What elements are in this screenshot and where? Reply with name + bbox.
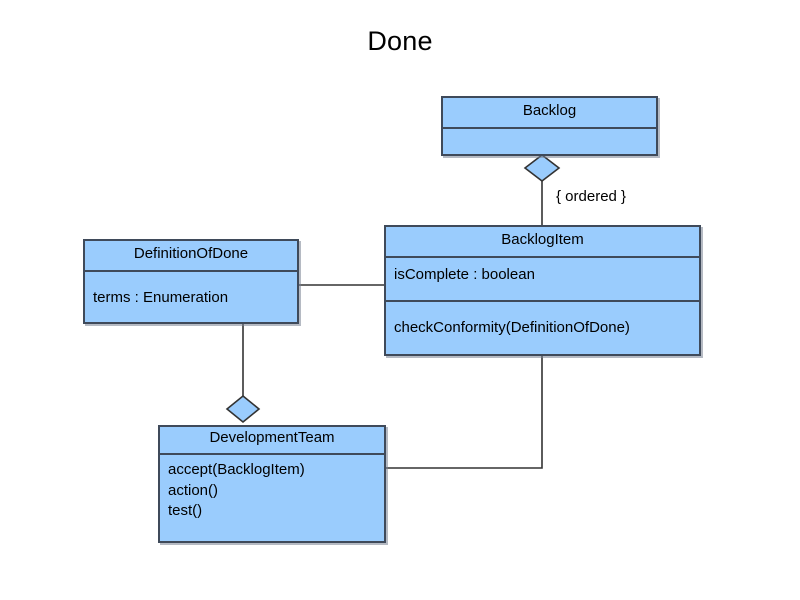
class-operations-developmentteam: accept(BacklogItem) action() test() xyxy=(160,453,384,541)
page-title: Done xyxy=(367,26,433,56)
class-name-backlog: Backlog xyxy=(522,102,577,119)
class-operations-backlogitem: checkConformity(DefinitionOfDone) xyxy=(386,300,699,354)
class-box-definitionofdone[interactable]: DefinitionOfDone terms : Enumeration xyxy=(83,239,299,324)
operation-item: action() xyxy=(168,481,219,499)
operation-item: checkConformity(DefinitionOfDone) xyxy=(394,319,630,336)
class-attributes-backlogitem: isComplete : boolean xyxy=(386,256,699,300)
operation-item: test() xyxy=(168,502,203,520)
class-box-backlog[interactable]: Backlog xyxy=(441,96,658,156)
class-name-backlogitem: BacklogItem xyxy=(501,231,584,248)
class-compartment-empty-backlog xyxy=(443,127,656,156)
class-box-developmentteam[interactable]: DevelopmentTeam accept(BacklogItem) acti… xyxy=(158,425,386,543)
connector-backlogitem-developmentteam xyxy=(386,356,543,469)
class-name-developmentteam: DevelopmentTeam xyxy=(209,429,335,446)
constraint-label-ordered: { ordered } xyxy=(556,188,627,205)
operation-item: accept(BacklogItem) xyxy=(168,461,305,478)
aggregation-diamond-backlog xyxy=(523,153,561,183)
class-name-definitionofdone: DefinitionOfDone xyxy=(133,245,249,262)
class-box-backlogitem[interactable]: BacklogItem isComplete : boolean checkCo… xyxy=(384,225,701,356)
attribute-item: terms : Enumeration xyxy=(93,289,229,306)
attribute-item: isComplete : boolean xyxy=(394,266,535,283)
class-attributes-definitionofdone: terms : Enumeration xyxy=(85,270,297,322)
aggregation-diamond-developmentteam xyxy=(225,394,261,424)
